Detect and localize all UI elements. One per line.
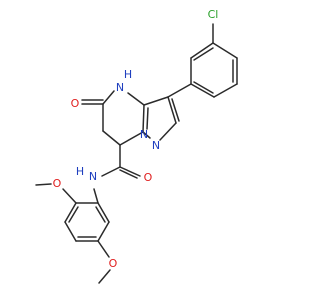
bond	[64, 202, 77, 223]
bond	[95, 206, 106, 223]
bond	[102, 130, 121, 146]
bond	[167, 96, 177, 124]
amide-nitrogen-label: N	[89, 170, 97, 183]
ketone-oxygen-label: O	[71, 97, 80, 110]
bond	[97, 221, 110, 242]
bond	[213, 83, 238, 98]
nh-nitrogen-label: N	[116, 81, 124, 94]
pyrazole-nitrogen-label: N	[152, 139, 160, 152]
bridge-nitrogen-label: N	[140, 128, 148, 141]
methoxy-oxygen-top-label: O	[53, 177, 62, 190]
methoxy-oxygen-bottom-label: O	[109, 257, 118, 270]
bond	[119, 169, 138, 179]
bond	[142, 104, 145, 133]
bond	[68, 206, 79, 223]
bond	[97, 202, 110, 223]
bonds	[35, 23, 238, 284]
bond	[119, 131, 144, 146]
bond	[35, 183, 52, 186]
bond	[119, 166, 141, 177]
bond	[212, 42, 238, 59]
bond	[190, 83, 215, 98]
bond	[64, 221, 77, 242]
bond	[101, 166, 121, 177]
molecule-structure: Cl H N N N O O H N O O	[35, 8, 238, 284]
bond	[167, 83, 192, 98]
nh-hydrogen-label: H	[124, 68, 132, 81]
bond	[93, 188, 99, 204]
bond	[143, 96, 169, 106]
amide-hydrogen-label: H	[76, 165, 84, 178]
bond	[193, 81, 214, 94]
bond	[190, 42, 214, 59]
atom-labels: Cl H N N N O O H N O O	[53, 8, 219, 270]
bond	[159, 122, 177, 141]
bond	[102, 90, 115, 105]
bond	[193, 47, 214, 61]
bond	[146, 107, 149, 130]
bond	[171, 98, 180, 122]
chlorine-label: Cl	[208, 8, 219, 21]
bond	[127, 92, 145, 106]
amide-oxygen-label: O	[144, 171, 153, 184]
bond	[62, 188, 77, 204]
bond	[97, 240, 110, 258]
bond	[98, 269, 111, 284]
bond	[142, 131, 151, 139]
